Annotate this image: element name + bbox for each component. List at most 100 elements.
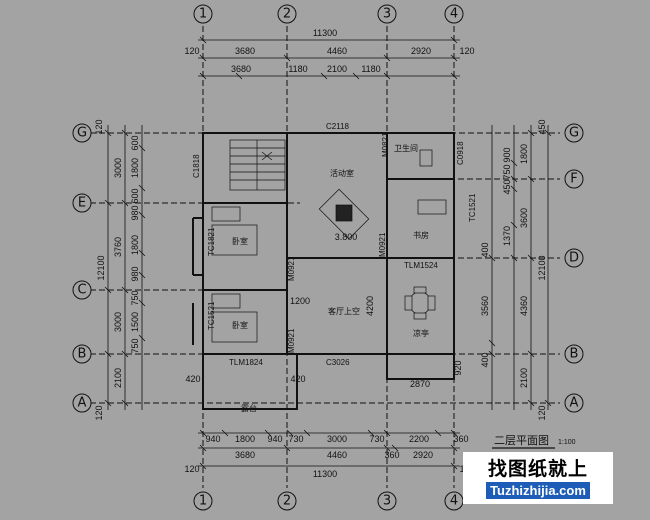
bed-1 <box>211 206 241 222</box>
dim-bottom-row2: 3680 <box>235 450 255 460</box>
dim-bottom-row1: 2200 <box>409 434 429 444</box>
axis-bubble-4-top <box>444 4 464 24</box>
dim-inner-1200: 1200 <box>290 296 310 306</box>
watermark-title: 找图纸就上 <box>487 457 588 480</box>
dim-bottom-row1: 730 <box>369 434 384 444</box>
dim-right-edge: 450 <box>537 119 547 134</box>
axis-bubble-2-top <box>277 4 297 24</box>
dim-top-total: 11300 <box>313 28 337 38</box>
dim-top-row1: 3680 <box>235 46 255 56</box>
axis-label-a-right: A <box>570 396 579 411</box>
axis-label-a-left: A <box>78 396 87 411</box>
dim-left-mid: 3000 <box>113 312 123 332</box>
dim-top-edge-right: 120 <box>459 46 474 56</box>
dim-right-inner: 400 <box>480 242 490 257</box>
axis-bubble-g-right <box>564 123 584 143</box>
axis-label-e-left: E <box>78 196 86 211</box>
axis-label-g-left: G <box>77 126 87 141</box>
dim-left-inner: 600 <box>130 135 140 150</box>
dim-top-row1: 2920 <box>411 46 431 56</box>
bed-2 <box>211 293 241 309</box>
room-living-void-label: 客厅上空 <box>328 306 360 316</box>
dim-top-row2: 1180 <box>288 64 307 74</box>
bed-2-mattress <box>211 311 258 343</box>
axis-label-4-top: 4 <box>450 7 458 22</box>
dim-top-row2: 1180 <box>361 64 380 74</box>
code-tc1521-right: TC1521 <box>468 193 477 222</box>
dim-right-outer: 3600 <box>519 208 529 228</box>
dim-top-edge-left: 120 <box>184 46 199 56</box>
axis-bubble-1-bottom <box>193 491 213 511</box>
axis-bubble-c-left <box>72 280 92 300</box>
axis-bubble-b-right <box>564 344 584 364</box>
dim-left-inner: 750 <box>130 338 140 353</box>
dim-bottom-row2: 4460 <box>327 450 347 460</box>
dim-inner-420-left: 420 <box>185 374 200 384</box>
axis-label-4-bottom: 4 <box>450 494 458 509</box>
furniture <box>211 149 447 343</box>
room-bedroom-label: 卧室 <box>232 236 248 246</box>
axis-label-3-bottom: 3 <box>383 494 391 509</box>
dim-right-total: 12100 <box>537 255 547 280</box>
dim-left-total: 12100 <box>96 255 106 280</box>
drawing-title: 二层平面图 <box>494 434 549 447</box>
code-c0918: C0918 <box>456 141 465 165</box>
stairs <box>229 139 286 191</box>
watermark-url: Tuzhizhijia.com <box>486 481 590 499</box>
dim-right-inner: 1370 <box>502 226 512 246</box>
axis-bubble-g-left <box>72 123 92 143</box>
dim-bottom-edge-left: 120 <box>184 464 199 474</box>
dim-left-inner: 1800 <box>130 158 140 178</box>
dim-inner-4200: 4200 <box>365 296 375 316</box>
dim-right-outer: 4360 <box>519 296 529 316</box>
room-balcony-label: 露台 <box>241 403 257 413</box>
room-bedroom2-label: 卧室 <box>232 320 248 330</box>
axis-bubble-a-right <box>564 393 584 413</box>
dim-bottom-row1: 360 <box>453 434 468 444</box>
dim-bottom-total: 11300 <box>313 469 337 479</box>
dimension-lines <box>104 36 552 470</box>
code-m0921-a: M0921 <box>378 232 387 257</box>
axis-bubble-d-right <box>564 248 584 268</box>
dim-right-outer: 2100 <box>519 368 529 388</box>
dim-inner-920: 920 <box>453 360 463 375</box>
dim-right-inner: 900 <box>502 147 512 162</box>
study-desk <box>417 199 447 215</box>
code-c1818: C1818 <box>192 154 201 178</box>
axis-label-2-top: 2 <box>283 7 291 22</box>
terrace-chair-bottom <box>413 312 427 320</box>
dim-bottom-row1: 730 <box>288 434 303 444</box>
dim-top-row1: 4460 <box>327 46 347 56</box>
axis-bubble-f-right <box>564 169 584 189</box>
dim-bottom-row1: 3000 <box>327 434 347 444</box>
dim-bottom-row1: 940 <box>267 434 282 444</box>
walls <box>192 132 455 410</box>
axis-bubble-a-left <box>72 393 92 413</box>
dim-right-inner: 3560 <box>480 296 490 316</box>
axis-label-d-right: D <box>569 251 579 266</box>
dim-bottom-row1: 940 <box>205 434 220 444</box>
axis-bubble-b-left <box>72 344 92 364</box>
dim-left-inner: 1800 <box>130 235 140 255</box>
terrace-chair-top <box>413 286 427 294</box>
code-tlm1524: TLM1524 <box>404 261 438 270</box>
axis-label-b-left: B <box>78 347 87 362</box>
dim-left-inner: 750 <box>130 290 140 305</box>
axis-bubble-3-top <box>377 4 397 24</box>
code-tlm1824: TLM1824 <box>229 358 263 367</box>
dim-inner-420-right: 420 <box>290 374 305 384</box>
room-activity-label: 活动室 <box>330 168 354 178</box>
axis-bubble-3-bottom <box>377 491 397 511</box>
dim-left-inner: 1500 <box>130 312 140 332</box>
axis-label-1-top: 1 <box>199 7 207 22</box>
dim-top-row2: 3680 <box>231 64 251 74</box>
axis-label-f-right: F <box>570 172 577 187</box>
axis-label-2-bottom: 2 <box>283 494 291 509</box>
axis-label-3-top: 3 <box>383 7 391 22</box>
dim-left-mid: 2100 <box>113 368 123 388</box>
dim-left-mid: 3760 <box>113 237 123 257</box>
dim-bottom-row1: 1800 <box>235 434 255 444</box>
code-tc1521-left: TC1521 <box>207 301 216 330</box>
code-tc1821: TC1821 <box>207 227 216 256</box>
elevation-mark: 3.800 <box>335 232 358 242</box>
